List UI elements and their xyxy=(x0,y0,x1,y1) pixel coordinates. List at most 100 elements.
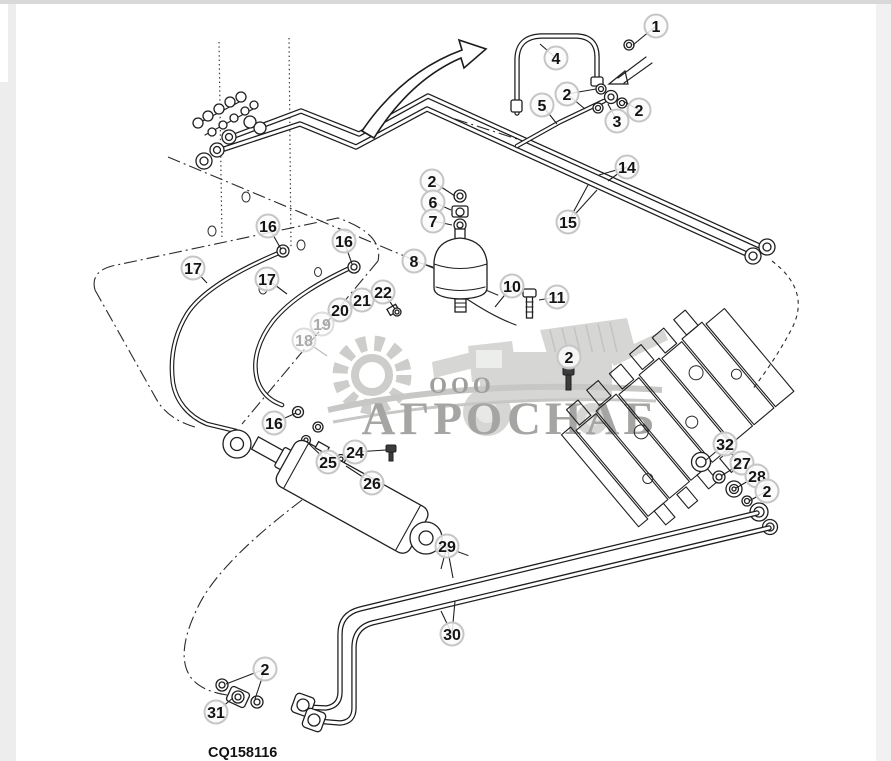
callout-number: 3 xyxy=(613,114,622,131)
gear-icon xyxy=(332,335,412,415)
callout-30: 30 xyxy=(439,600,465,647)
callout-number: 27 xyxy=(733,456,751,473)
callout-ring xyxy=(439,621,465,647)
callout-19: 19 xyxy=(309,311,335,337)
callout-number: 16 xyxy=(265,416,283,433)
callout-ring xyxy=(203,699,229,725)
watermark-company-name: АГРОСНАБ xyxy=(362,393,659,445)
left-edge-strip-lower xyxy=(0,82,8,761)
callout-number: 32 xyxy=(716,437,734,454)
callout-ring xyxy=(543,45,569,71)
tube-14 xyxy=(227,94,766,250)
callout-ring xyxy=(255,213,281,239)
callout-ring xyxy=(254,266,280,292)
callout-number: 30 xyxy=(443,627,461,644)
hose-17-left xyxy=(170,250,283,433)
tube-29 xyxy=(302,510,760,711)
hydraulic-lines xyxy=(169,33,772,726)
callout-2: 2 xyxy=(556,344,582,370)
callout-number: 29 xyxy=(438,539,456,556)
callout-number: 17 xyxy=(184,261,202,278)
hose-5 xyxy=(515,99,606,148)
callout-number: 2 xyxy=(763,484,772,501)
callout-number: 2 xyxy=(635,103,644,120)
callout-22: 22 xyxy=(370,279,396,310)
callout-number: 19 xyxy=(313,317,331,334)
callout-18: 18 xyxy=(291,327,328,357)
callout-2: 2 xyxy=(225,656,278,700)
tube-29 xyxy=(303,511,759,710)
agrosnab-watermark: ООО АГРОСНАБ xyxy=(327,318,668,445)
top-detail-group xyxy=(360,38,653,140)
callout-2: 2 xyxy=(419,168,456,197)
callout-number: 25 xyxy=(319,455,337,472)
callout-ring xyxy=(643,13,669,39)
callout-ring xyxy=(499,273,525,299)
callout-ring xyxy=(434,533,460,559)
callout-ring xyxy=(331,228,357,254)
callout-ring xyxy=(252,656,278,682)
callout-14: 14 xyxy=(598,154,640,182)
mounting-plate-outline xyxy=(93,217,380,291)
callout-17: 17 xyxy=(254,266,288,295)
callout-number: 26 xyxy=(363,476,381,493)
callout-number: 5 xyxy=(538,98,547,115)
callout-31: 31 xyxy=(203,697,234,725)
callout-26: 26 xyxy=(345,465,385,496)
figure-code: CQ158116 xyxy=(208,745,277,761)
bolt-24 xyxy=(385,444,397,462)
tube-30 xyxy=(314,526,771,725)
watermark-swoosh xyxy=(327,383,663,413)
callout-ring xyxy=(554,81,580,107)
callout-number: 10 xyxy=(503,279,521,296)
callout-8: 8 xyxy=(401,248,434,274)
bottom-fittings xyxy=(215,678,327,733)
callout-ring xyxy=(529,92,555,118)
callout-7: 7 xyxy=(420,208,453,234)
callout-20: 20 xyxy=(327,297,353,323)
callout-number: 21 xyxy=(353,293,371,310)
callout-number: 31 xyxy=(207,705,225,722)
callout-16: 16 xyxy=(255,213,282,250)
callout-ring xyxy=(754,478,780,504)
callout-number: 22 xyxy=(374,285,392,302)
callout-number: 2 xyxy=(428,174,437,191)
callout-number: 2 xyxy=(565,350,574,367)
callout-number: 20 xyxy=(331,303,349,320)
callout-number: 1 xyxy=(652,19,661,36)
tube-15 xyxy=(216,107,753,258)
left-edge-strip xyxy=(8,4,16,761)
callout-11: 11 xyxy=(538,284,570,310)
callout-ring xyxy=(712,431,738,457)
callout-2: 2 xyxy=(554,81,597,110)
callout-2: 2 xyxy=(622,97,652,123)
callout-ring xyxy=(359,470,385,496)
callout-4: 4 xyxy=(539,43,569,71)
callout-ring xyxy=(291,327,317,353)
callout-21: 21 xyxy=(349,287,375,313)
callout-10: 10 xyxy=(494,273,525,308)
small-fittings xyxy=(276,238,776,465)
callout-number: 8 xyxy=(410,254,419,271)
callout-2: 2 xyxy=(748,478,780,504)
accumulator xyxy=(433,189,575,391)
callout-number: 2 xyxy=(563,87,572,104)
callout-number: 18 xyxy=(295,333,313,350)
direction-arrow-small xyxy=(607,56,653,85)
callout-32: 32 xyxy=(705,431,738,461)
callout-ring xyxy=(309,311,335,337)
bolt-11 xyxy=(522,288,537,319)
callout-ring xyxy=(544,284,570,310)
callout-29: 29 xyxy=(434,533,460,579)
hydraulic-cylinder xyxy=(222,429,443,555)
detail-view-arrow xyxy=(360,38,488,140)
frame-dotted-edge-right xyxy=(288,37,292,249)
callout-ring xyxy=(261,410,287,436)
callout-25: 25 xyxy=(307,442,341,475)
tube-15 xyxy=(215,106,754,259)
callout-number: 14 xyxy=(618,160,636,177)
callout-number: 6 xyxy=(429,195,438,212)
callout-1: 1 xyxy=(632,13,669,46)
